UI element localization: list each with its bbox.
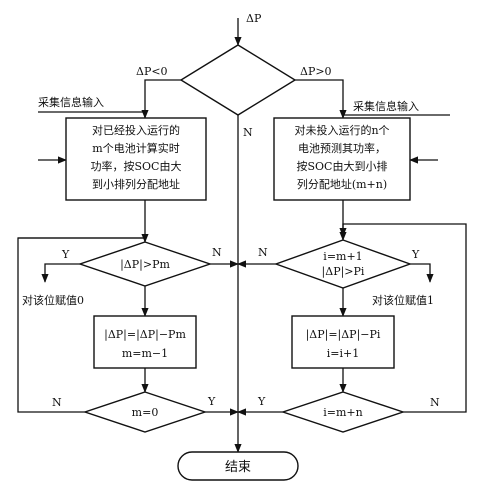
right-decision-line-1: i=m+1 <box>323 250 362 263</box>
left-box-line-4: 到小排列分配地址 <box>92 177 180 191</box>
left-end-check-label: m=0 <box>132 406 159 419</box>
start-label: ΔP <box>246 12 262 25</box>
right-box-line-4: 列分配地址(m+n) <box>297 177 387 191</box>
left-update-line-1: |ΔP|=|ΔP|−Pm <box>104 328 186 342</box>
branch-right-condition: ΔP>0 <box>300 65 332 78</box>
right-loop-line <box>339 223 467 413</box>
left-box-line-2: m个电池计算实时 <box>92 141 179 155</box>
end-label: 结束 <box>225 460 251 475</box>
branch-left-condition: ΔP<0 <box>136 65 168 78</box>
right-loop-no-label: N <box>430 396 440 409</box>
right-no-label: N <box>258 246 268 259</box>
right-box-line-1: 对未投入运行的n个 <box>294 123 389 137</box>
right-end-check-diamond <box>280 391 406 433</box>
left-yes-label: Y <box>61 248 70 261</box>
left-no-label: N <box>212 246 222 259</box>
right-box-line-3: 按SOC由大到小排 <box>297 159 388 173</box>
left-yes-line <box>41 263 80 283</box>
right-update-box <box>291 315 395 369</box>
right-update-line-1: |ΔP|=|ΔP|−Pi <box>306 328 381 342</box>
left-end-check-diamond <box>82 391 208 433</box>
left-box-line-3: 功率，按SOC由大 <box>91 159 182 173</box>
right-end-yes-label: Y <box>257 395 266 408</box>
collect-right-label: 采集信息输入 <box>353 99 419 113</box>
right-update-line-2: i=i+1 <box>327 347 359 360</box>
right-process-box <box>273 117 411 201</box>
left-loop-no-label: N <box>52 396 62 409</box>
right-decision-diamond <box>273 239 413 289</box>
left-decision-label: |ΔP|>Pm <box>120 258 170 272</box>
branch-right-line <box>295 79 347 119</box>
main-decision-diamond <box>179 44 297 116</box>
right-yes-label: Y <box>411 248 420 261</box>
right-assign-label: 对该位赋值1 <box>372 293 434 307</box>
left-update-box <box>93 315 197 369</box>
right-end-check-label: i=m+n <box>323 406 362 419</box>
right-box-line-2: 电池预测其功率， <box>298 141 386 155</box>
left-assign-label: 对该位赋值0 <box>22 293 84 307</box>
end-terminator <box>177 451 299 481</box>
right-yes-line <box>410 263 434 283</box>
right-decision-line-2: |ΔP|>Pi <box>322 265 365 279</box>
center-no-label: N <box>243 126 253 139</box>
branch-left-line <box>141 79 181 119</box>
left-update-line-2: m=m−1 <box>122 347 168 360</box>
left-box-line-1: 对已经投入运行的 <box>92 123 180 137</box>
left-end-yes-label: Y <box>207 395 216 408</box>
left-process-box <box>65 117 207 201</box>
collect-left-label: 采集信息输入 <box>38 95 104 109</box>
